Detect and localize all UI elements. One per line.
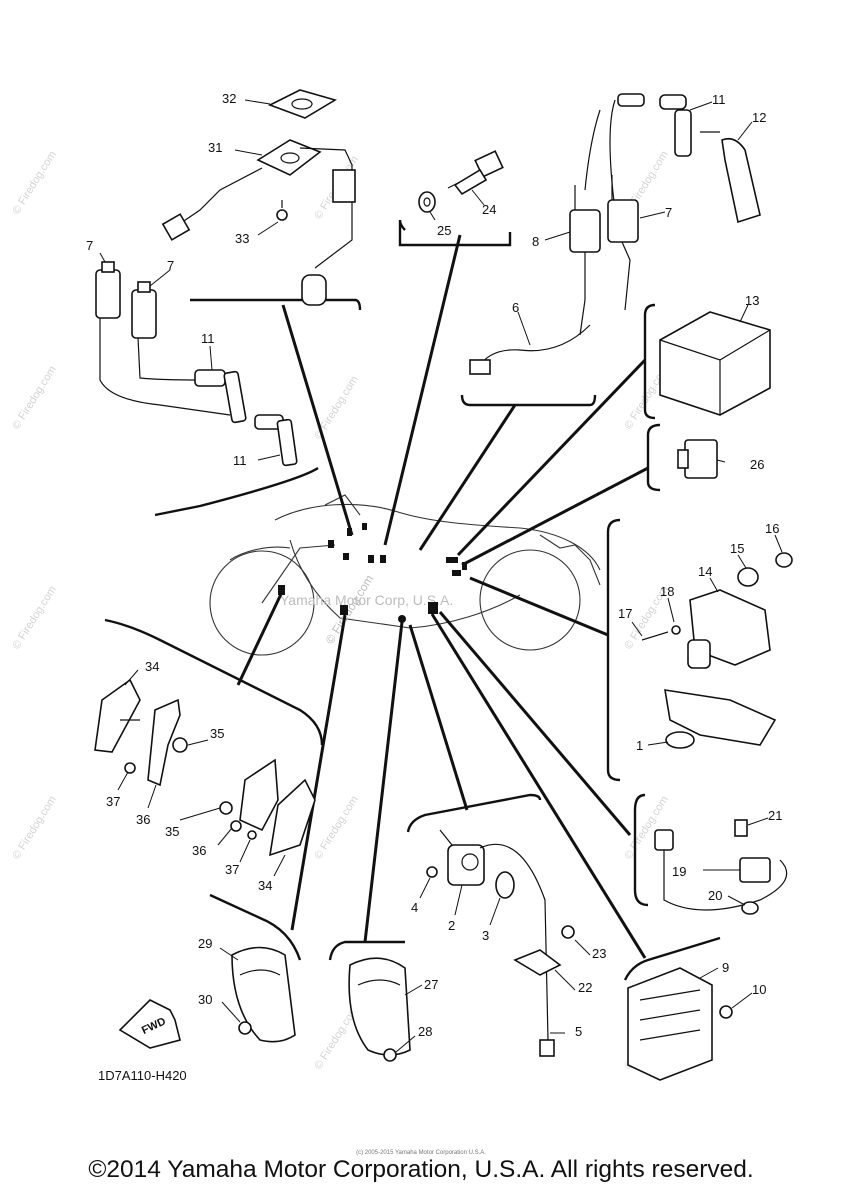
part-ignition-coil-left (95, 261, 231, 416)
part-rectifier-9 (627, 967, 733, 1081)
part-sensor-assembly-14 (641, 552, 793, 749)
part-speed-sensor-2 (426, 829, 549, 1041)
callout-label: 7 (665, 205, 672, 220)
callout-label: 18 (660, 584, 674, 599)
watermark: © Firedog.com (312, 794, 360, 862)
callout-label: 10 (752, 982, 766, 997)
part-clamp-22 (513, 925, 575, 1057)
callout-label: 17 (618, 606, 632, 621)
callout-label: 25 (437, 223, 451, 238)
callout-label: 34 (145, 659, 159, 674)
part-plug-cap-right (584, 93, 761, 224)
part-ignition-coil-right (569, 175, 639, 336)
callout-label: 11 (201, 331, 215, 346)
callout-label: 21 (768, 808, 782, 823)
callout-label: 22 (578, 980, 592, 995)
callout-label: 34 (258, 878, 272, 893)
part-relay-26 (677, 439, 718, 479)
callouts: 32 31 33 7 7 11 11 24 25 11 12 7 8 6 13 … (86, 91, 782, 1053)
part-horn-29 (231, 946, 296, 1043)
copyright-footer: ©2014 Yamaha Motor Corporation, U.S.A. A… (88, 1156, 754, 1183)
callout-label: 20 (708, 888, 722, 903)
part-sensor-19 (654, 819, 788, 915)
callout-label: 11 (712, 92, 726, 107)
part-bracket-assembly-34 (94, 678, 316, 857)
group-brackets (104, 219, 721, 981)
tiny-copyright: (c) 2005-2015 Yamaha Motor Corporation U… (356, 1150, 486, 1156)
callout-label: 7 (167, 258, 174, 273)
callout-label: 37 (106, 794, 120, 809)
callout-label: 33 (235, 231, 249, 246)
callout-label: 16 (765, 521, 779, 536)
callout-label: 31 (208, 140, 222, 155)
part-ecu-13 (659, 311, 771, 416)
part-wire-harness-6 (469, 324, 591, 375)
callout-label: 35 (165, 824, 179, 839)
part-plug-cap-left (194, 369, 298, 467)
callout-label: 36 (192, 843, 206, 858)
callout-label: 28 (418, 1024, 432, 1039)
watermark: © Firedog.com (10, 364, 58, 432)
parts-diagram: © Firedog.com © Firedog.com © Firedog.co… (10, 89, 793, 1083)
part-sensor-24 (447, 150, 504, 196)
watermark: © Firedog.com (10, 794, 58, 862)
fwd-arrow-icon: FWD (118, 999, 181, 1049)
watermark: © Firedog.com (10, 149, 58, 217)
callout-label: 8 (532, 234, 539, 249)
callout-label: 5 (575, 1024, 582, 1039)
heavy-leaders (236, 234, 649, 959)
part-horn-27 (348, 957, 411, 1062)
callout-label: 23 (592, 946, 606, 961)
callout-label: 1 (636, 738, 643, 753)
motorcycle-outline: Yamaha Motor Corp, U.S.A. © Firedog.com (209, 494, 601, 656)
callout-label: 14 (698, 564, 712, 579)
callout-label: 9 (722, 960, 729, 975)
callout-label: 32 (222, 91, 236, 106)
callout-label: 36 (136, 812, 150, 827)
callout-label: 37 (225, 862, 239, 877)
watermark: © Firedog.com (10, 584, 58, 652)
callout-label: 30 (198, 992, 212, 1007)
center-watermark: Yamaha Motor Corp, U.S.A. (280, 592, 453, 608)
callout-label: 27 (424, 977, 438, 992)
callout-label: 26 (750, 457, 764, 472)
part-gasket-32 (267, 89, 337, 119)
callout-label: 13 (745, 293, 759, 308)
part-washer-25 (418, 191, 436, 213)
callout-label: 7 (86, 238, 93, 253)
callout-label: 24 (482, 202, 496, 217)
part-fuel-sender-31 (161, 139, 356, 306)
reference-code: 1D7A110-H420 (98, 1068, 187, 1083)
callout-label: 19 (672, 864, 686, 879)
callout-label: 2 (448, 918, 455, 933)
callout-label: 15 (730, 541, 744, 556)
callout-label: 11 (233, 453, 247, 468)
callout-label: 12 (752, 110, 766, 125)
part-screw-33 (276, 200, 288, 221)
callout-label: 3 (482, 928, 489, 943)
callout-label: 6 (512, 300, 519, 315)
callout-label: 29 (198, 936, 212, 951)
callout-label: 4 (411, 900, 418, 915)
location-markers (278, 523, 467, 623)
callout-label: 35 (210, 726, 224, 741)
